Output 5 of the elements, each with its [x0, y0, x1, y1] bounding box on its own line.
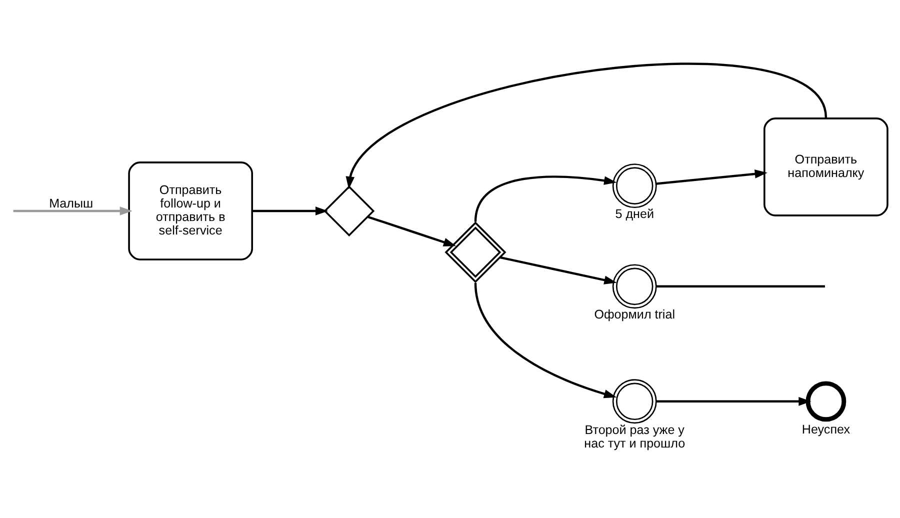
- edge-label: Малыш: [49, 196, 94, 211]
- node-label: Оформил trial: [594, 307, 676, 322]
- node-label: Второй раз уже у нас тут и прошло: [584, 422, 686, 450]
- node-label: Неуспех: [802, 422, 850, 436]
- node-label: 5 дней: [615, 206, 654, 221]
